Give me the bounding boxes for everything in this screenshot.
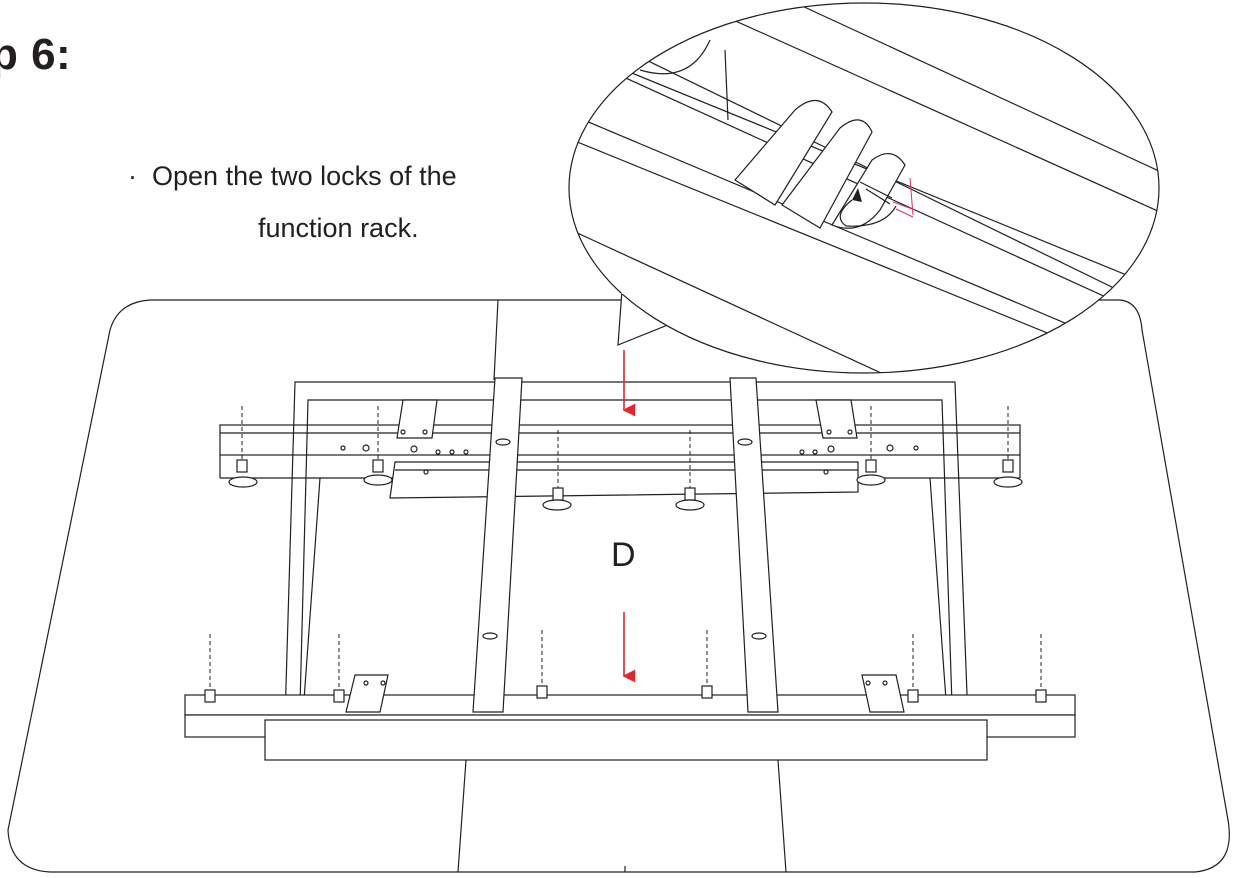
- instruction-line-1: · Open the two locks of the: [128, 150, 457, 202]
- front-bracket-left: [345, 674, 389, 713]
- table-top-seam-right-bottom: [777, 759, 787, 873]
- cross-bar-right: [729, 377, 779, 713]
- front-panel: [264, 719, 988, 761]
- rail-holes: [340, 444, 919, 475]
- zoom-detail: [569, 4, 1159, 373]
- table-top-seam-left-bottom: [457, 759, 467, 873]
- table-top-outline: [7, 299, 1230, 873]
- cross-bar-left: [472, 377, 523, 713]
- table-top-seam-left-top: [493, 299, 499, 381]
- front-bracket-right: [861, 674, 905, 713]
- instruction-line-2: function rack.: [258, 213, 419, 243]
- function-rack: [389, 461, 859, 499]
- lock-bracket-left: [396, 399, 438, 439]
- feet-back: [228, 406, 1023, 511]
- front-rail: [184, 694, 1076, 716]
- bullet: ·: [128, 161, 137, 191]
- step-title: ep 6:: [0, 0, 200, 120]
- feet-front: [204, 630, 1047, 703]
- back-rail: [219, 424, 1021, 456]
- step-title-text: ep 6:: [0, 30, 72, 79]
- instruction-line-1-text: Open the two locks of the: [152, 161, 457, 191]
- part-label-d: D: [611, 536, 636, 574]
- lock-bracket-right: [815, 399, 858, 439]
